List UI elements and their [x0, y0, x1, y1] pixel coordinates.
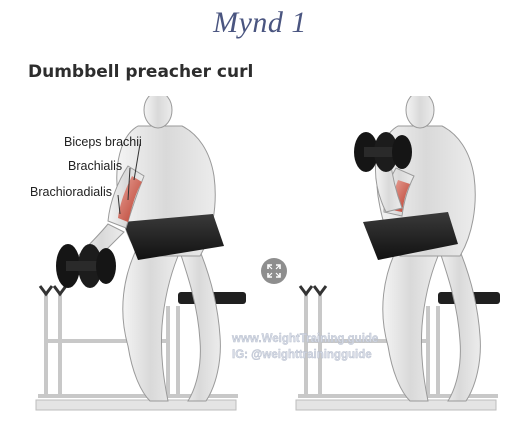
dumbbell-left: [56, 244, 116, 288]
expand-arrows-icon: [267, 264, 281, 278]
dumbbell-right: [354, 132, 412, 172]
figure-left-bottom-position: Biceps brachii Brachialis Brachioradiali…: [30, 96, 246, 410]
watermark-instagram: IG: @weighttrainingguide: [232, 349, 372, 361]
label-brachialis: Brachialis: [68, 159, 122, 173]
figure-caption: Mynd 1: [0, 6, 520, 40]
watermark-url: www.WeightTraining.guide: [231, 333, 378, 345]
exercise-title: Dumbbell preacher curl: [28, 62, 253, 82]
label-brachioradialis: Brachioradialis: [30, 185, 112, 199]
expand-image-button[interactable]: [261, 258, 287, 284]
label-biceps-brachii: Biceps brachii: [64, 135, 142, 149]
arm-pad-left: [123, 214, 224, 260]
figure-right-top-position: [296, 96, 500, 410]
